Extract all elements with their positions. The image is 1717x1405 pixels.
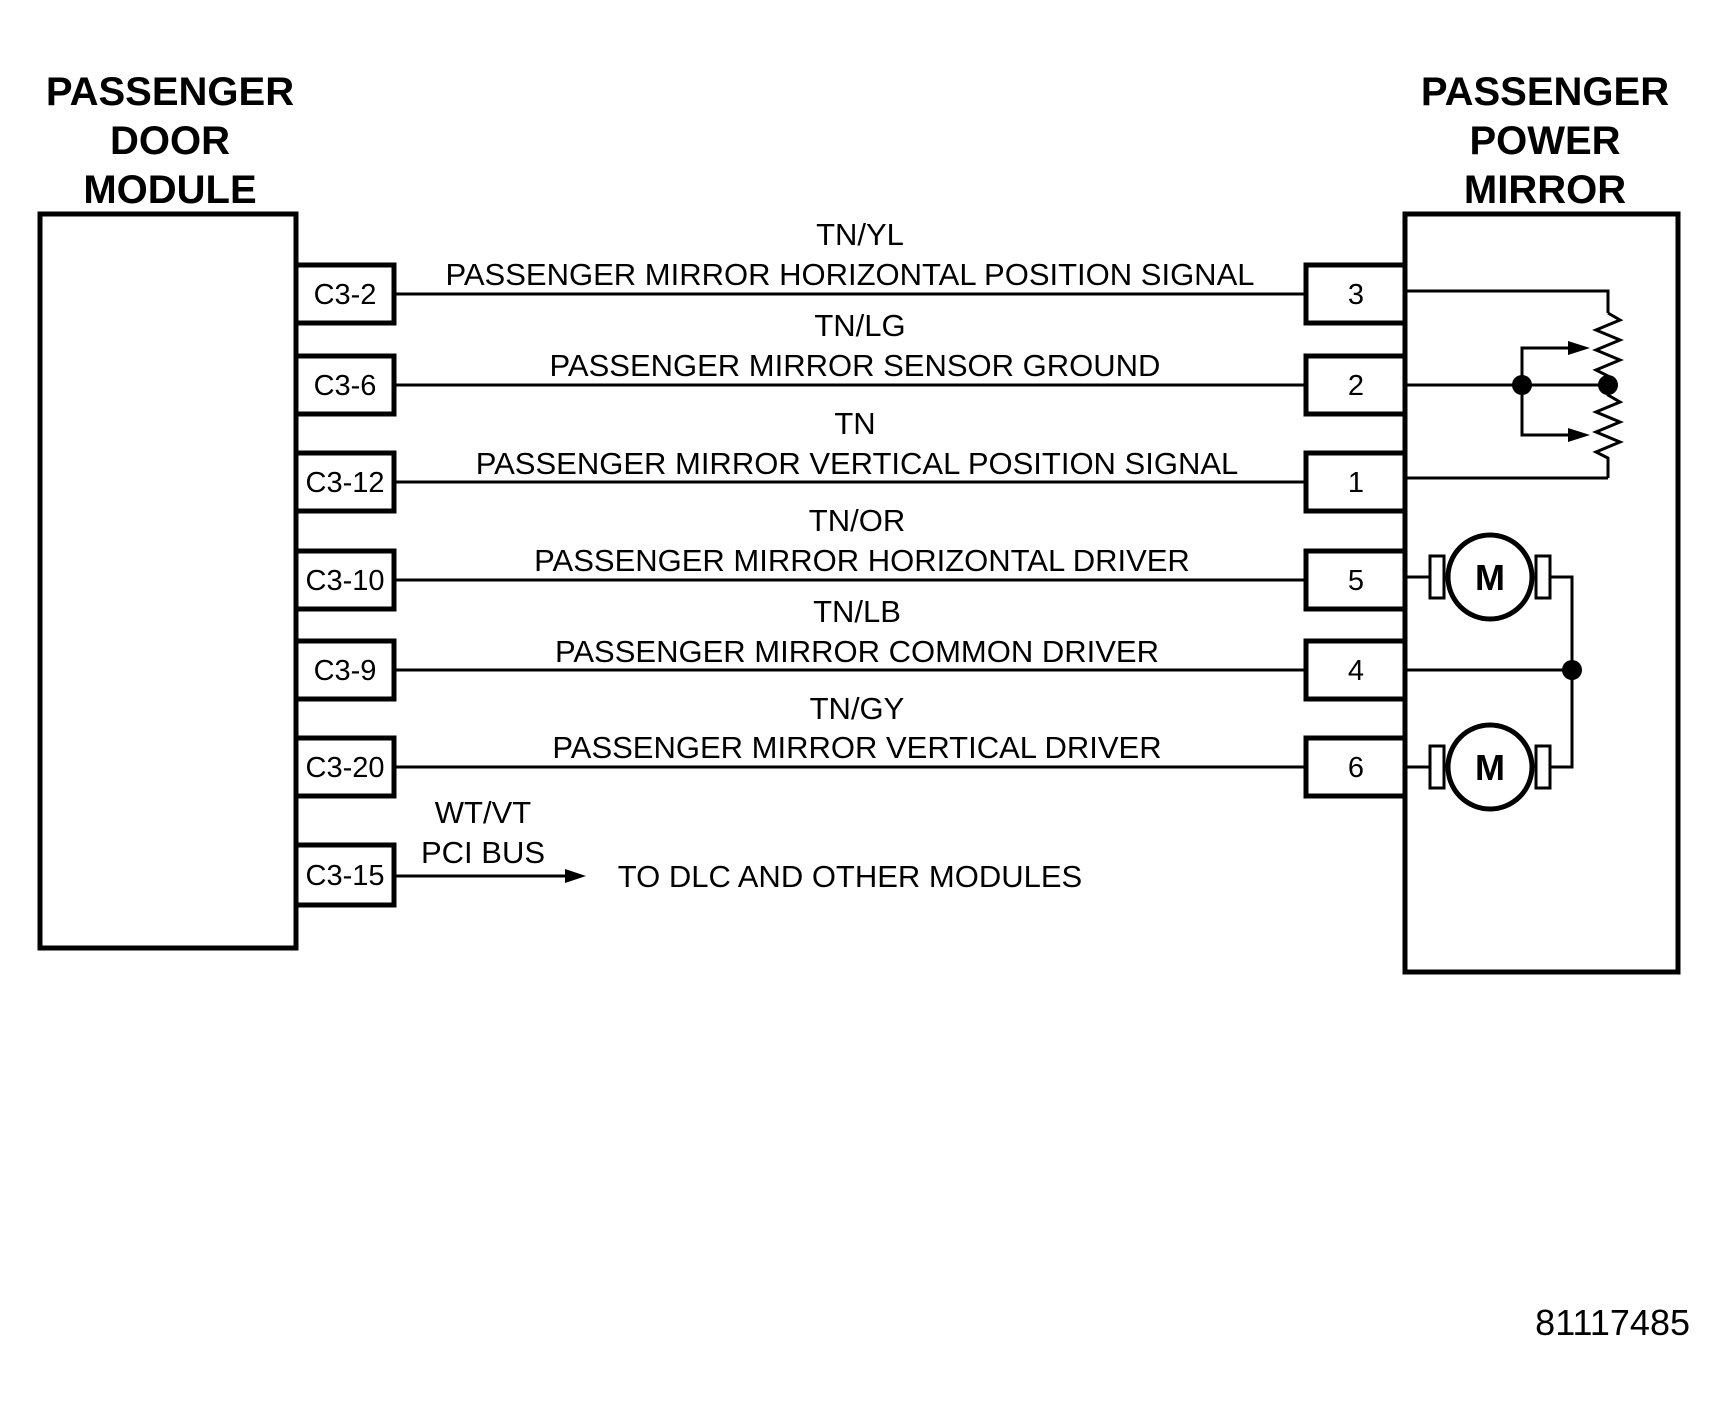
- right-pin-label: 6: [1348, 752, 1364, 784]
- right-pin-box: [1303, 548, 1408, 612]
- door-module: PASSENGER DOOR MODULE: [37, 70, 299, 951]
- power-mirror-title-line-2: POWER: [1469, 119, 1620, 163]
- motor-wire-out: [1550, 575, 1574, 670]
- power-mirror-title-line-1: PASSENGER: [1421, 70, 1669, 114]
- door-module-title-line-1: PASSENGER: [46, 70, 294, 114]
- circuit-function-label: PASSENGER MIRROR HORIZONTAL POSITION SIG…: [446, 257, 1255, 292]
- circuit-function-label: PASSENGER MIRROR VERTICAL DRIVER: [552, 730, 1161, 765]
- bus-destination-label: TO DLC AND OTHER MODULES: [618, 859, 1083, 894]
- wire-color-label: TN/LG: [814, 308, 905, 343]
- left-pin-box: [293, 353, 397, 417]
- door-module-box: [37, 211, 299, 951]
- circuit-function-label: PASSENGER MIRROR SENSOR GROUND: [550, 348, 1161, 383]
- motor-horizontal: M: [1405, 532, 1574, 670]
- wire-color-label: TN: [834, 406, 875, 441]
- position-sensors: [1405, 289, 1624, 480]
- left-pin-label: C3-12: [306, 467, 385, 499]
- sensor-ground-junction-dot: [1512, 375, 1532, 395]
- left-pin-label: C3-15: [306, 860, 385, 892]
- right-pin-label: 3: [1348, 279, 1364, 311]
- common-driver-junction-dot: [1562, 660, 1582, 680]
- right-pin-label: 1: [1348, 467, 1364, 499]
- circuit-common-driver: C3-9 4 TN/LB PASSENGER MIRROR COMMON DRI…: [293, 594, 1408, 702]
- circuit-sensor-ground: C3-6 2 TN/LG PASSENGER MIRROR SENSOR GRO…: [293, 308, 1408, 417]
- motor-symbol: M: [1475, 747, 1505, 788]
- left-pin-box: [293, 735, 397, 799]
- left-pin-box: [293, 638, 397, 702]
- left-pin-label: C3-9: [314, 655, 377, 687]
- bus-function-label: PCI BUS: [421, 835, 545, 870]
- motor-right-brush: [1534, 744, 1552, 790]
- door-module-title-line-3: MODULE: [83, 168, 256, 212]
- sensor-resistor-junction-dot: [1598, 375, 1618, 395]
- door-module-title-line-2: DOOR: [110, 119, 230, 163]
- sensor-wire-upper: [1405, 289, 1610, 313]
- motor-vertical: M: [1405, 670, 1574, 812]
- motor-icon: [1445, 722, 1535, 812]
- wire-color-label: TN/YL: [816, 217, 904, 252]
- lower-wiper-wire: [1520, 385, 1570, 437]
- right-pin-box: [1303, 450, 1408, 514]
- lower-wiper-arrow-icon: [1568, 428, 1590, 442]
- motor-icon: [1445, 532, 1535, 622]
- left-pin-box: [293, 450, 397, 514]
- left-pin-box: [293, 262, 397, 326]
- left-pin-box: [293, 548, 397, 612]
- wire-color-label: TN/OR: [809, 503, 905, 538]
- right-pin-box: [1303, 262, 1408, 326]
- wire-color-label: WT/VT: [435, 795, 531, 830]
- motor-right-brush: [1534, 554, 1552, 600]
- circuit-vertical-position-signal: C3-12 1 TN PASSENGER MIRROR VERTICAL POS…: [293, 406, 1408, 514]
- power-mirror: PASSENGER POWER MIRROR: [1402, 70, 1681, 975]
- circuit-horizontal-position-signal: C3-2 3 TN/YL PASSENGER MIRROR HORIZONTAL…: [293, 217, 1408, 326]
- left-pin-label: C3-6: [314, 370, 377, 402]
- circuit-function-label: PASSENGER MIRROR COMMON DRIVER: [555, 634, 1159, 669]
- left-pin-box: [293, 842, 397, 908]
- right-pin-label: 5: [1348, 565, 1364, 597]
- left-pin-label: C3-10: [306, 565, 385, 597]
- motor-left-brush: [1428, 554, 1446, 600]
- circuit-pci-bus: C3-15 WT/VT PCI BUS TO DLC AND OTHER MOD…: [293, 795, 1083, 908]
- wire-color-label: TN/GY: [810, 691, 905, 726]
- circuit-function-label: PASSENGER MIRROR VERTICAL POSITION SIGNA…: [476, 446, 1239, 481]
- motor-symbol: M: [1475, 557, 1505, 598]
- bus-arrowhead-icon: [565, 869, 586, 883]
- motor-left-brush: [1428, 744, 1446, 790]
- circuit-vertical-driver: C3-20 6 TN/GY PASSENGER MIRROR VERTICAL …: [293, 691, 1408, 799]
- right-pin-box: [1303, 735, 1408, 799]
- left-pin-label: C3-20: [306, 752, 385, 784]
- circuit-horizontal-driver: C3-10 5 TN/OR PASSENGER MIRROR HORIZONTA…: [293, 503, 1408, 612]
- motor-wire-out: [1550, 670, 1574, 769]
- right-pin-label: 4: [1348, 655, 1364, 687]
- upper-wiper-wire: [1520, 346, 1570, 385]
- left-pin-label: C3-2: [314, 279, 377, 311]
- right-pin-label: 2: [1348, 370, 1364, 402]
- wire-color-label: TN/LB: [813, 594, 901, 629]
- figure-id: 81117485: [1535, 1302, 1690, 1343]
- lower-resistor-icon: [1592, 385, 1624, 478]
- upper-resistor-icon: [1592, 311, 1624, 385]
- power-mirror-title-line-3: MIRROR: [1464, 168, 1626, 212]
- circuit-function-label: PASSENGER MIRROR HORIZONTAL DRIVER: [534, 543, 1190, 578]
- upper-wiper-arrow-icon: [1568, 341, 1590, 355]
